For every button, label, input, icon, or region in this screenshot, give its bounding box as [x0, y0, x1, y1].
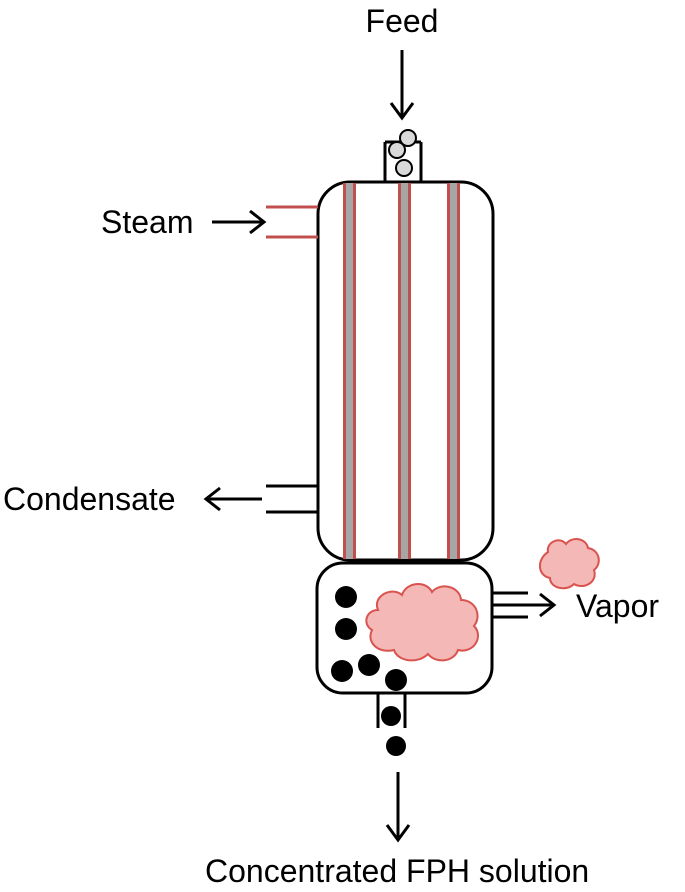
product-outlet-nozzle	[376, 693, 407, 728]
condensate-outlet-pipe	[266, 484, 318, 514]
heating-tube	[398, 183, 411, 559]
product-droplets-icon	[331, 586, 407, 691]
feed-label: Feed	[366, 3, 439, 39]
product-label: Concentrated FPH solution	[205, 853, 589, 889]
steam-inlet-pipe	[266, 205, 318, 239]
condensate-arrow	[203, 486, 262, 512]
heating-tube	[343, 183, 356, 559]
condensate-label: Condensate	[3, 481, 176, 517]
heating-tube	[447, 183, 460, 559]
feed-arrow	[389, 50, 415, 121]
vapor-cloud-icon	[539, 538, 600, 590]
vapor-cloud-icon	[365, 583, 479, 662]
steam-arrow	[212, 209, 267, 235]
vapor-label: Vapor	[576, 588, 659, 624]
feed-droplets-icon	[388, 129, 417, 177]
product-arrow	[385, 772, 411, 843]
steam-label: Steam	[101, 204, 193, 240]
product-droplets-icon	[381, 706, 406, 756]
vapor-outlet-pipe	[492, 591, 557, 619]
